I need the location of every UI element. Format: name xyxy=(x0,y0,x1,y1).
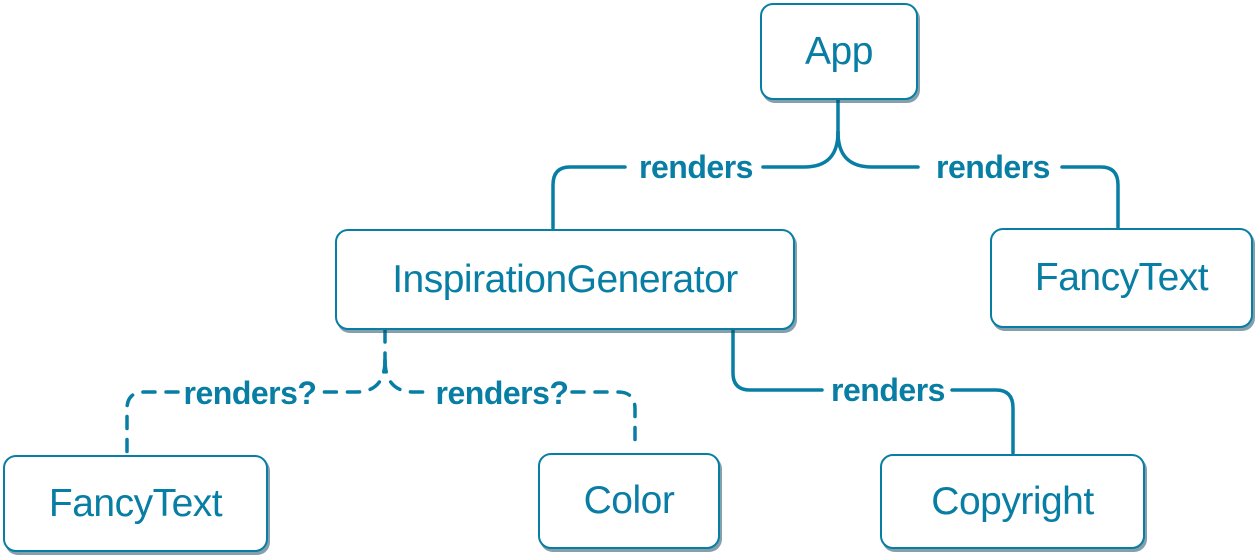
edge-inspiration-generator-to-color xyxy=(383,358,637,452)
node-fancy-text-top: FancyText xyxy=(990,228,1253,328)
node-color-label: Color xyxy=(583,479,675,522)
edge-inspiration-generator-to-copyright xyxy=(731,328,1015,455)
node-app-label: App xyxy=(805,29,873,73)
node-fancy-text-bottom: FancyText xyxy=(3,455,268,552)
node-inspiration-generator: InspirationGenerator xyxy=(335,229,795,330)
node-fancy-text-top-label: FancyText xyxy=(1034,256,1209,299)
edge-label-inspiration-generator-color: renders? xyxy=(435,375,569,411)
node-color: Color xyxy=(538,453,720,549)
edge-app-to-fancy-text-top xyxy=(836,130,1120,229)
edge-label-inspiration-generator-fancy-text: renders? xyxy=(183,375,317,411)
node-app: App xyxy=(760,3,918,100)
edge-label-app-inspiration-generator: renders xyxy=(639,149,753,185)
edge-label-inspiration-generator-copyright: renders xyxy=(831,372,945,408)
edge-label-app-fancy-text: renders xyxy=(936,149,1050,185)
node-inspiration-generator-label: InspirationGenerator xyxy=(392,257,738,301)
node-copyright-label: Copyright xyxy=(931,479,1094,523)
node-copyright: Copyright xyxy=(880,454,1145,549)
node-fancy-text-bottom-label: FancyText xyxy=(48,481,223,525)
